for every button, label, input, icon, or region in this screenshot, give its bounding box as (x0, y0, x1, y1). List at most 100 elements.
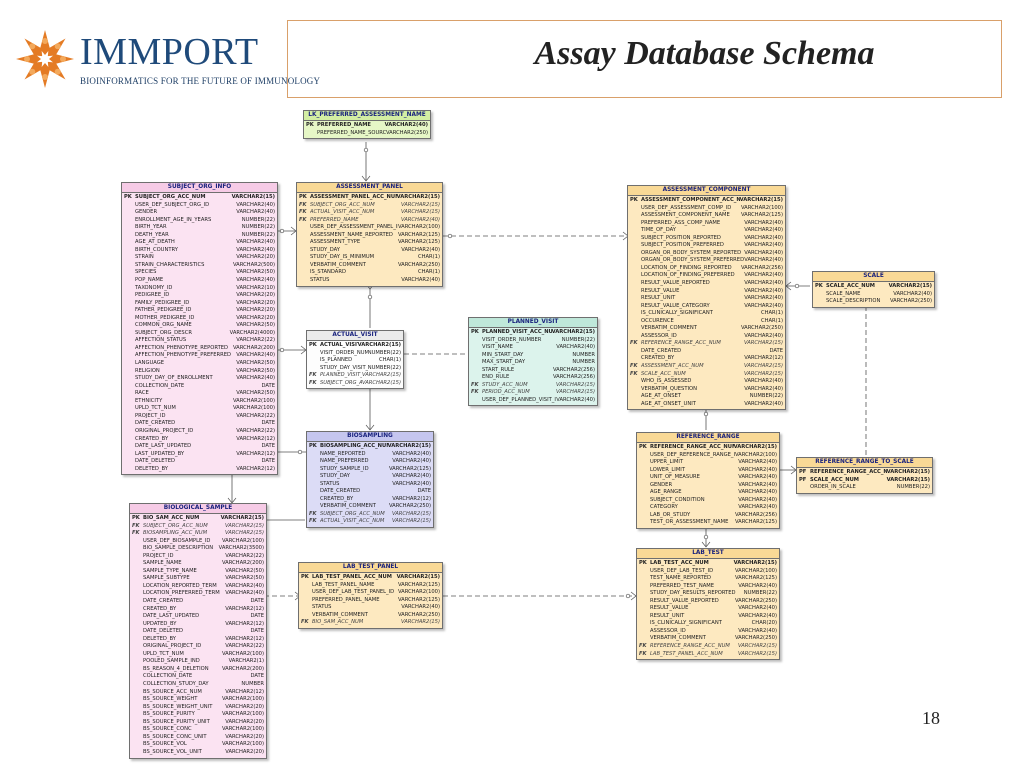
column-name: SUBJECT_CONDITION (650, 496, 705, 503)
key-marker (639, 575, 650, 583)
column-name: UPDATED_BY (143, 620, 177, 627)
column-name: LANGUAGE (135, 360, 165, 367)
key-marker (124, 232, 135, 240)
key-marker (132, 749, 143, 757)
column-name: PREFERRED_TEST_NAME (650, 582, 715, 589)
column-type: VARCHAR2(15) (739, 197, 783, 203)
key-marker (124, 292, 135, 300)
column-type: VARCHAR2(22) (225, 552, 264, 559)
column-type: VARCHAR2(125) (734, 575, 777, 582)
column-type: VARCHAR2(40) (236, 201, 275, 208)
column-name: WHO_IS_ASSESSED (641, 378, 692, 385)
key-marker (132, 696, 143, 704)
key-marker (132, 681, 143, 689)
column-name: STRAIN_CHARACTERISTICS (135, 261, 205, 268)
key-marker (639, 635, 650, 643)
table-title: PLANNED_VISIT (469, 318, 597, 328)
table-title: LK_PREFERRED_ASSESSMENT_NAME (304, 111, 430, 121)
column-name: BS_SOURCE_VOL (143, 741, 187, 748)
column-name: STUDY_DAY_IS_MINIMUM (310, 254, 375, 261)
table-title: LAB_TEST_PANEL (299, 563, 442, 573)
column-type: DATE (250, 613, 265, 620)
column-name: ASSESSMENT_NAME_REPORTED (310, 231, 393, 238)
column-name: LAB_TEST_PANEL_ACC_NUM (650, 650, 723, 657)
column-type: VARCHAR2(50) (236, 360, 275, 367)
column-type: CHAR(1) (760, 310, 783, 317)
column-name: STATUS (312, 604, 332, 611)
key-marker (124, 285, 135, 293)
column-type: VARCHAR2(125) (740, 212, 783, 219)
column-type: VARCHAR2(250) (385, 129, 428, 136)
column-name: DATE_LAST_UPDATED (143, 613, 200, 620)
column-type: VARCHAR2(40) (738, 459, 777, 466)
column-type: VARCHAR2(12) (225, 605, 264, 612)
column-type: VARCHAR2(250) (397, 261, 440, 268)
key-marker: FK (309, 510, 317, 517)
key-marker (299, 277, 310, 285)
column-type: VARCHAR2(40) (738, 612, 777, 619)
key-marker (132, 613, 143, 621)
column-type: VARCHAR2(40) (401, 246, 440, 253)
column-type: VARCHAR2(15) (738, 643, 777, 650)
column-type: VARCHAR2(15) (744, 363, 783, 370)
key-marker (132, 545, 143, 553)
key-marker (639, 519, 650, 527)
column-type: VARCHAR2(250) (889, 298, 932, 305)
column-type: CHAR(20) (751, 620, 777, 627)
key-marker (301, 612, 312, 620)
column-type: DATE (250, 673, 265, 680)
column-type: VARCHAR2(250) (734, 597, 777, 604)
column-name: RESULT_VALUE_REPORTED (641, 280, 710, 287)
key-marker (309, 365, 320, 373)
column-type: VARCHAR2(12) (225, 635, 264, 642)
column-type: VARCHAR2(15) (556, 389, 595, 396)
key-marker (630, 227, 641, 235)
key-marker (132, 643, 143, 651)
column-type: VARCHAR2(20) (236, 307, 275, 314)
key-marker (124, 368, 135, 376)
column-type: VARCHAR2(12) (225, 688, 264, 695)
key-marker (124, 466, 135, 474)
column-name: BIRTH_COUNTRY (135, 246, 178, 253)
key-marker: FK (132, 522, 140, 529)
column-name: GENDER (135, 209, 158, 216)
column-name: DATE_CREATED (320, 488, 361, 495)
table-row: STUDY_DAY_VISIT_STARTSNUMBER(22) (309, 365, 401, 373)
column-name: UNIT_OF_MEASURE (650, 474, 700, 481)
column-name: USER_DEF_ASSESSMENT_PANEL_ID (310, 224, 398, 231)
column-type: VARCHAR2(12) (236, 465, 275, 472)
key-marker (124, 413, 135, 421)
column-type: VARCHAR2(40) (392, 458, 431, 465)
column-name: BIO_SAMPLE_DESCRIPTION (143, 545, 214, 552)
column-name: VISIT_ORDER_NUMBER (482, 336, 542, 343)
column-name: FATHER_PEDIGREE_ID (135, 307, 192, 314)
column-name: MOTHER_PEDIGREE_ID (135, 314, 195, 321)
column-name: PREFERRED_NAME (310, 216, 359, 223)
column-name: LAB_TEST_ACC_NUM (650, 560, 709, 566)
key-marker: FK (630, 363, 638, 370)
key-marker (309, 473, 320, 481)
column-name: USER_DEF_LAB_TEST_PANEL_ID (312, 589, 395, 596)
key-marker (124, 322, 135, 330)
column-name: BS_SOURCE_CONC_UNIT (143, 733, 207, 740)
key-marker (630, 235, 641, 243)
